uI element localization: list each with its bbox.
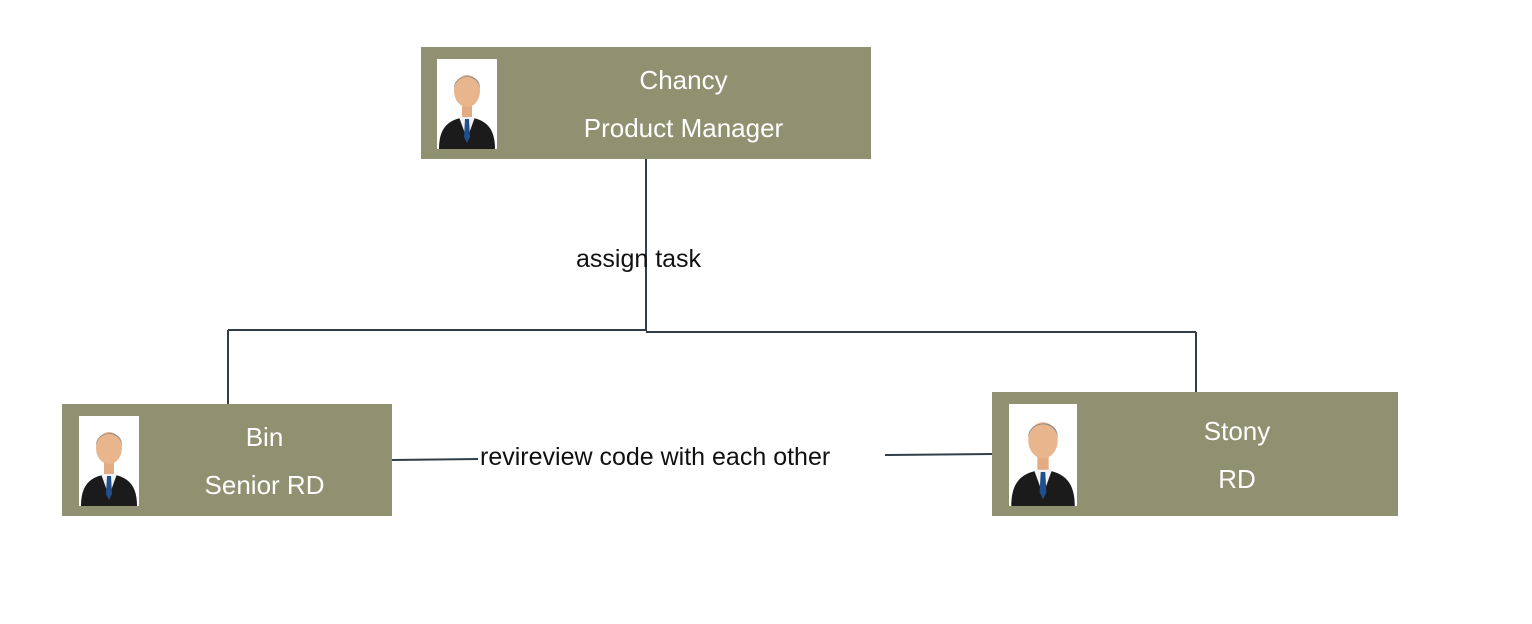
node-name: Chancy [639, 65, 728, 95]
edge-label-review-code: revireview code with each other [478, 443, 837, 472]
node-role: Senior RD [204, 470, 325, 500]
edge-label-assign-task: assign task [576, 245, 702, 273]
node-text: Chancy Product Manager [561, 56, 806, 152]
node-role: Product Manager [583, 113, 784, 143]
node-text: Stony RD [1137, 407, 1337, 503]
person-avatar-icon [79, 416, 139, 506]
node-text: Bin Senior RD [172, 413, 357, 509]
person-avatar-icon [1009, 404, 1077, 506]
person-avatar-icon [437, 59, 497, 149]
node-name: Stony [1203, 416, 1271, 446]
edge-review-left [391, 458, 481, 461]
node-senior-rd: Bin Senior RD [62, 404, 392, 516]
edge-review-right [884, 453, 993, 456]
node-rd: Stony RD [992, 392, 1398, 516]
node-name: Bin [245, 422, 284, 452]
node-role: RD [1218, 464, 1256, 494]
node-product-manager: Chancy Product Manager [421, 47, 871, 159]
